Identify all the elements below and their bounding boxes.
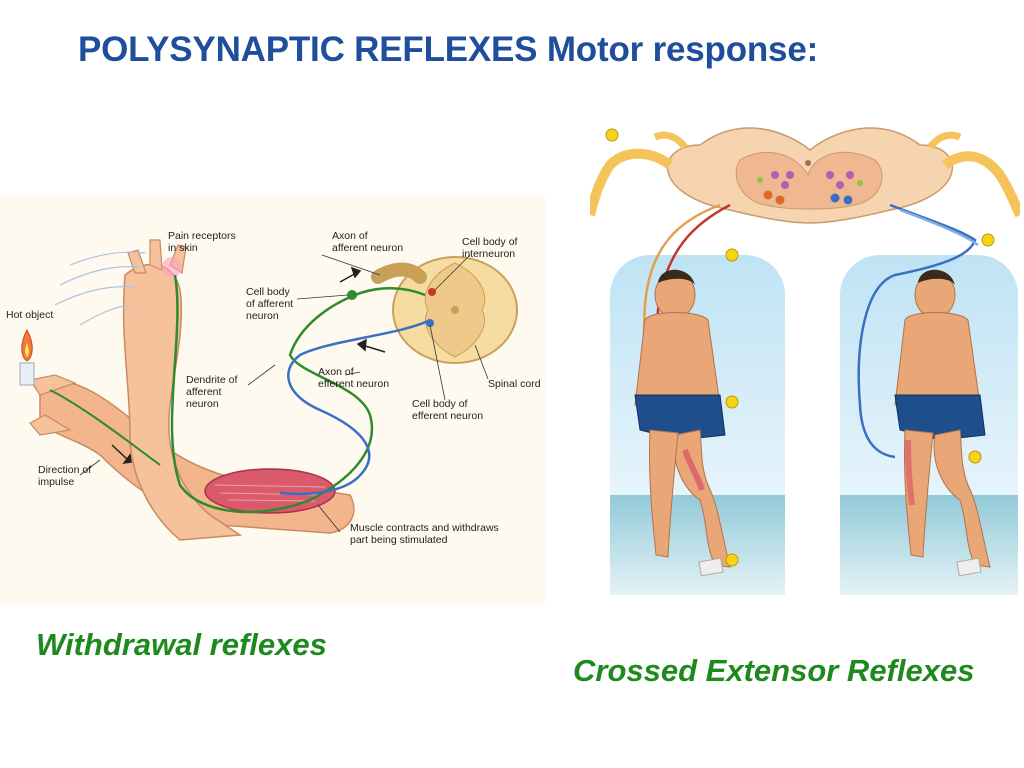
crossed-extensor-diagram <box>590 105 1020 605</box>
label-dendrite-3: neuron <box>186 398 219 410</box>
label-leader-lines <box>79 254 489 533</box>
label-cell-body-afferent: Cell body <box>246 286 291 298</box>
right-figure-person <box>894 269 991 577</box>
label-axon-afferent-2: afferent neuron <box>332 242 403 254</box>
interneuron-cells <box>757 171 863 205</box>
withdrawal-reflex-illustration: Pain receptors in skin Hot object Axon o… <box>6 230 541 546</box>
label-dendrite-2: afferent <box>186 386 221 398</box>
label-dendrite: Dendrite of <box>186 374 237 386</box>
label-hot-object: Hot object <box>6 309 53 321</box>
label-pain-receptors-2: in skin <box>168 242 198 254</box>
label-axon-efferent-2: efferent neuron <box>318 378 389 390</box>
label-muscle-contracts: Muscle contracts and withdraws <box>350 522 499 534</box>
label-cell-body-interneuron: Cell body of <box>462 236 518 248</box>
label-direction-impulse: Direction of <box>38 464 91 476</box>
dendrite-path <box>49 389 161 466</box>
withdrawal-reflex-diagram: Pain receptors in skin Hot object Axon o… <box>0 195 545 605</box>
left-figure-person <box>634 269 731 577</box>
label-cell-body-efferent-2: efferent neuron <box>412 410 483 422</box>
label-axon-efferent: Axon of <box>318 366 354 378</box>
marker-dots <box>605 128 995 567</box>
efferent-cell-body-dot <box>426 319 434 327</box>
caption-crossed-extensor-reflexes: Crossed Extensor Reflexes <box>573 653 975 688</box>
label-axon-afferent: Axon of <box>332 230 368 242</box>
impulse-arrows <box>111 266 386 464</box>
efferent-neuron-path <box>279 318 431 496</box>
crossed-extensor-illustration <box>590 127 1020 595</box>
label-cell-body-afferent-3: neuron <box>246 310 279 322</box>
spinal-cord-section <box>371 256 518 364</box>
hot-object-candle <box>19 328 35 386</box>
motion-lines <box>54 251 146 326</box>
slide-title: POLYSYNAPTIC REFLEXES Motor response: <box>78 30 819 69</box>
label-cell-body-efferent: Cell body of <box>412 398 468 410</box>
label-cell-body-interneuron-2: interneuron <box>462 248 515 260</box>
afferent-cell-body-dot <box>347 290 357 300</box>
label-spinal-cord: Spinal cord <box>488 378 541 390</box>
caption-withdrawal-reflexes: Withdrawal reflexes <box>36 627 327 662</box>
label-cell-body-afferent-2: of afferent <box>246 298 293 310</box>
label-pain-receptors: Pain receptors <box>168 230 236 242</box>
spinal-cord-cross-section <box>590 127 1020 224</box>
interneuron-dot <box>428 288 436 296</box>
label-muscle-contracts-2: part being stimulated <box>350 534 448 546</box>
label-direction-impulse-2: impulse <box>38 476 74 488</box>
